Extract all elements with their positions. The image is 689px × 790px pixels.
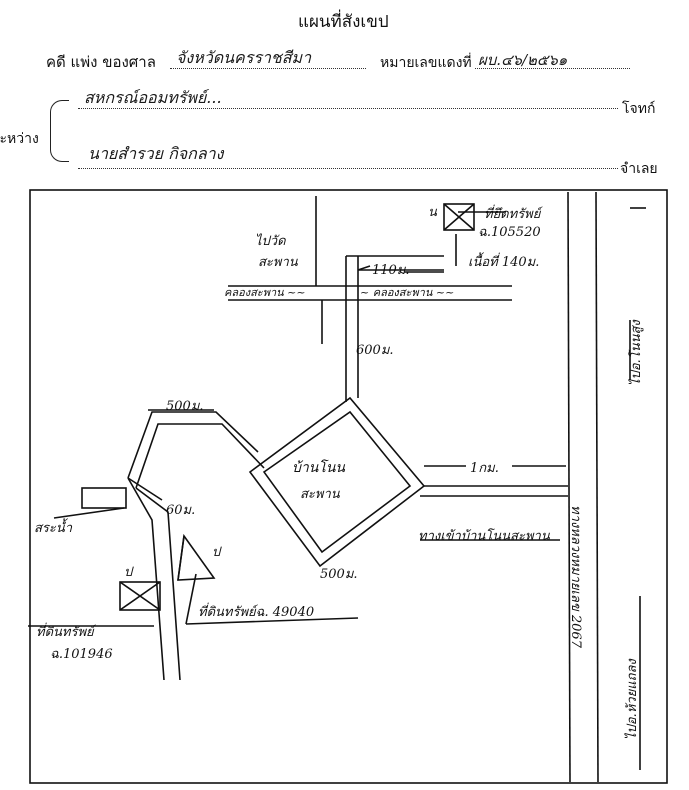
between-label: ระหว่าง bbox=[0, 131, 39, 147]
defendant-label: จำเลย bbox=[620, 161, 658, 177]
water-label: สระน้ำ bbox=[34, 518, 73, 536]
defendant-line bbox=[78, 168, 618, 169]
dist-600: 600ม. bbox=[356, 343, 394, 358]
case-no-line bbox=[475, 68, 630, 69]
village-label2: สะพาน bbox=[300, 487, 341, 502]
case-label: คดี แพ่ง ของศาล bbox=[46, 53, 156, 71]
dist-1km: 1กม. bbox=[470, 461, 499, 476]
dist-60: 60ม. bbox=[166, 503, 195, 518]
land3-deed: ฉ.101946 bbox=[50, 647, 113, 662]
plaintiff-line bbox=[78, 108, 618, 109]
seized-land-box bbox=[443, 203, 475, 231]
village-diamond-inner bbox=[262, 410, 412, 554]
right-bottom-label: ไปอ.ห้วยแถลง bbox=[624, 658, 640, 740]
court-line bbox=[170, 68, 366, 69]
seized-land-label: ที่ยึดทรัพย์ bbox=[484, 204, 543, 222]
dist-110: 110ม. bbox=[372, 263, 410, 278]
temple-label: ไปวัด bbox=[255, 233, 286, 249]
map-frame bbox=[29, 189, 668, 784]
temple-label2: สะพาน bbox=[258, 255, 299, 270]
page-title: แผนที่สังเขป bbox=[298, 12, 389, 32]
plaintiff-label: โจทก์ bbox=[622, 101, 656, 117]
highway-line-left bbox=[567, 191, 571, 783]
water-box bbox=[81, 487, 127, 509]
mark-n: น bbox=[428, 205, 438, 220]
village-label: บ้านโนน bbox=[292, 459, 345, 476]
highway-line-right bbox=[595, 191, 599, 783]
seized-deed: ฉ.105520 bbox=[478, 225, 541, 240]
dist-500-top: 500ม. bbox=[166, 399, 204, 414]
case-no-value: ผบ.๔๖/๒๕๖๑ bbox=[478, 51, 568, 69]
land-area: เนื้อที่ 140ม. bbox=[468, 252, 539, 270]
court-name: จังหวัดนครราชสีมา bbox=[176, 48, 312, 67]
defendant-name: นายสำรวย กิจกลาง bbox=[88, 144, 224, 163]
village-entrance: ทางเข้าบ้านโนนสะพาน bbox=[418, 528, 551, 544]
case-no-label: หมายเลขแดงที่ bbox=[380, 55, 472, 71]
land2-label: ที่ดินทรัพย์ฉ. 49040 bbox=[198, 602, 314, 620]
mark-u: ป bbox=[124, 565, 134, 580]
highway-label: ทางหลวงหมายเลข 2067 bbox=[568, 505, 583, 649]
canal-left-label: คลองสะพาน ~~ bbox=[224, 286, 306, 299]
mark-u2: ป bbox=[212, 545, 222, 560]
land3-label: ที่ดินทรัพย์ bbox=[36, 622, 97, 640]
land3-box bbox=[119, 581, 161, 611]
dist-500-bottom: 500ม. bbox=[320, 567, 358, 582]
brace bbox=[50, 100, 69, 162]
right-top-label: ไปอ.โนนสูง bbox=[628, 319, 644, 386]
plaintiff-name: สหกรณ์ออมทรัพย์... bbox=[84, 88, 222, 107]
canal-right-label: ~ คลองสะพาน ~~ bbox=[360, 286, 454, 299]
